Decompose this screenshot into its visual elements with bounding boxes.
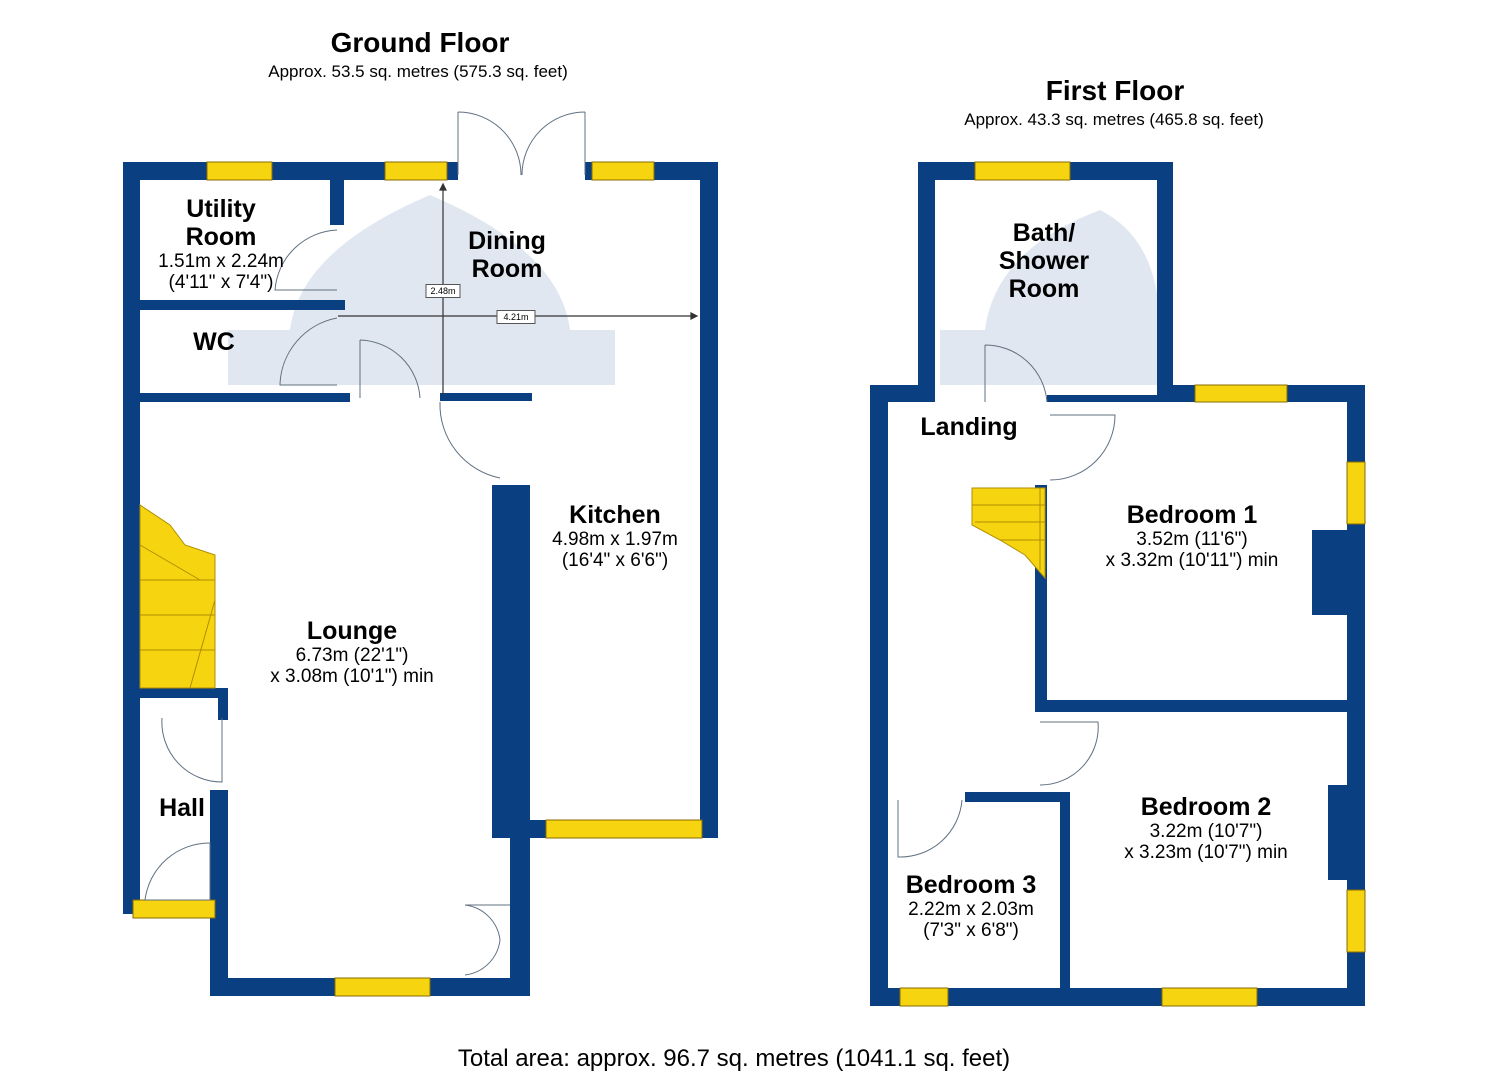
first-floor-stairs	[971, 487, 1046, 580]
room-name: Dining	[468, 227, 546, 255]
room-bath: Bath/ Shower Room	[999, 219, 1089, 303]
room-dim: 3.22m (10'7")	[1149, 821, 1263, 842]
room-name: WC	[193, 328, 235, 356]
room-dim: x 3.08m (10'1") min	[270, 666, 434, 688]
room-bedroom3: Bedroom 3 2.22m x 2.03m (7'3" x 6'8")	[906, 871, 1037, 942]
room-kitchen: Kitchen 4.98m x 1.97m (16'4" x 6'6")	[552, 501, 678, 572]
room-dim: 4.98m x 1.97m	[552, 529, 678, 550]
room-name: Kitchen	[569, 501, 661, 529]
ground-floor-title: Ground Floor	[330, 27, 510, 58]
room-dim: 6.73m (22'1")	[295, 645, 409, 666]
watermark-logo-first	[940, 210, 1160, 385]
room-dining: Dining Room	[468, 227, 546, 283]
room-name: Bedroom 2	[1140, 793, 1272, 821]
measure-horizontal-label: 4.21m	[496, 310, 536, 325]
room-landing: Landing	[920, 413, 1017, 441]
ground-floor-area: Approx. 53.5 sq. metres (575.3 sq. feet)	[268, 62, 568, 81]
room-dim: x 3.32m (10'11") min	[1105, 550, 1279, 572]
room-dim: 1.51m x 2.24m	[158, 251, 284, 272]
room-name: Room	[471, 255, 543, 283]
room-name: Lounge	[306, 617, 398, 645]
total-area: Total area: approx. 96.7 sq. metres (104…	[457, 1045, 1011, 1072]
room-name: Room	[1008, 275, 1080, 303]
room-bedroom2: Bedroom 2 3.22m (10'7") x 3.23m (10'7") …	[1124, 793, 1288, 864]
room-name: Bedroom 3	[905, 871, 1037, 899]
room-bedroom1: Bedroom 1 3.52m (11'6") x 3.32m (10'11")…	[1106, 501, 1279, 572]
room-name: Bath/	[1012, 219, 1076, 247]
room-name: Hall	[159, 794, 205, 822]
first-floor-title: First Floor	[1045, 75, 1185, 106]
first-floor-area: Approx. 43.3 sq. metres (465.8 sq. feet)	[964, 110, 1264, 129]
room-name: Room	[185, 223, 257, 251]
room-lounge: Lounge 6.73m (22'1") x 3.08m (10'1") min	[270, 617, 434, 688]
room-dim: x 3.23m (10'7") min	[1124, 842, 1288, 864]
room-name: Landing	[920, 413, 1018, 441]
room-name: Utility	[186, 195, 256, 223]
room-utility: Utility Room 1.51m x 2.24m (4'11" x 7'4"…	[158, 195, 284, 294]
ground-floor-windows	[132, 161, 703, 997]
ground-floor-doors	[144, 111, 586, 976]
room-name: Shower	[998, 247, 1090, 275]
room-dim: 2.22m x 2.03m	[908, 899, 1034, 920]
room-dim: 3.52m (11'6")	[1136, 529, 1248, 550]
room-name: Bedroom 1	[1126, 501, 1258, 529]
room-dim: (16'4" x 6'6")	[561, 550, 669, 572]
room-hall: Hall	[159, 794, 205, 822]
ground-floor-stairs	[139, 504, 216, 689]
measure-vertical-label: 2.48m	[425, 284, 461, 299]
room-wc: WC	[193, 328, 235, 356]
watermark-logo-ground	[228, 195, 615, 385]
first-floor-windows	[899, 161, 1366, 1007]
room-dim: (7'3" x 6'8")	[923, 920, 1019, 942]
first-floor-doors	[897, 344, 1116, 858]
room-dim: (4'11" x 7'4")	[168, 272, 274, 294]
